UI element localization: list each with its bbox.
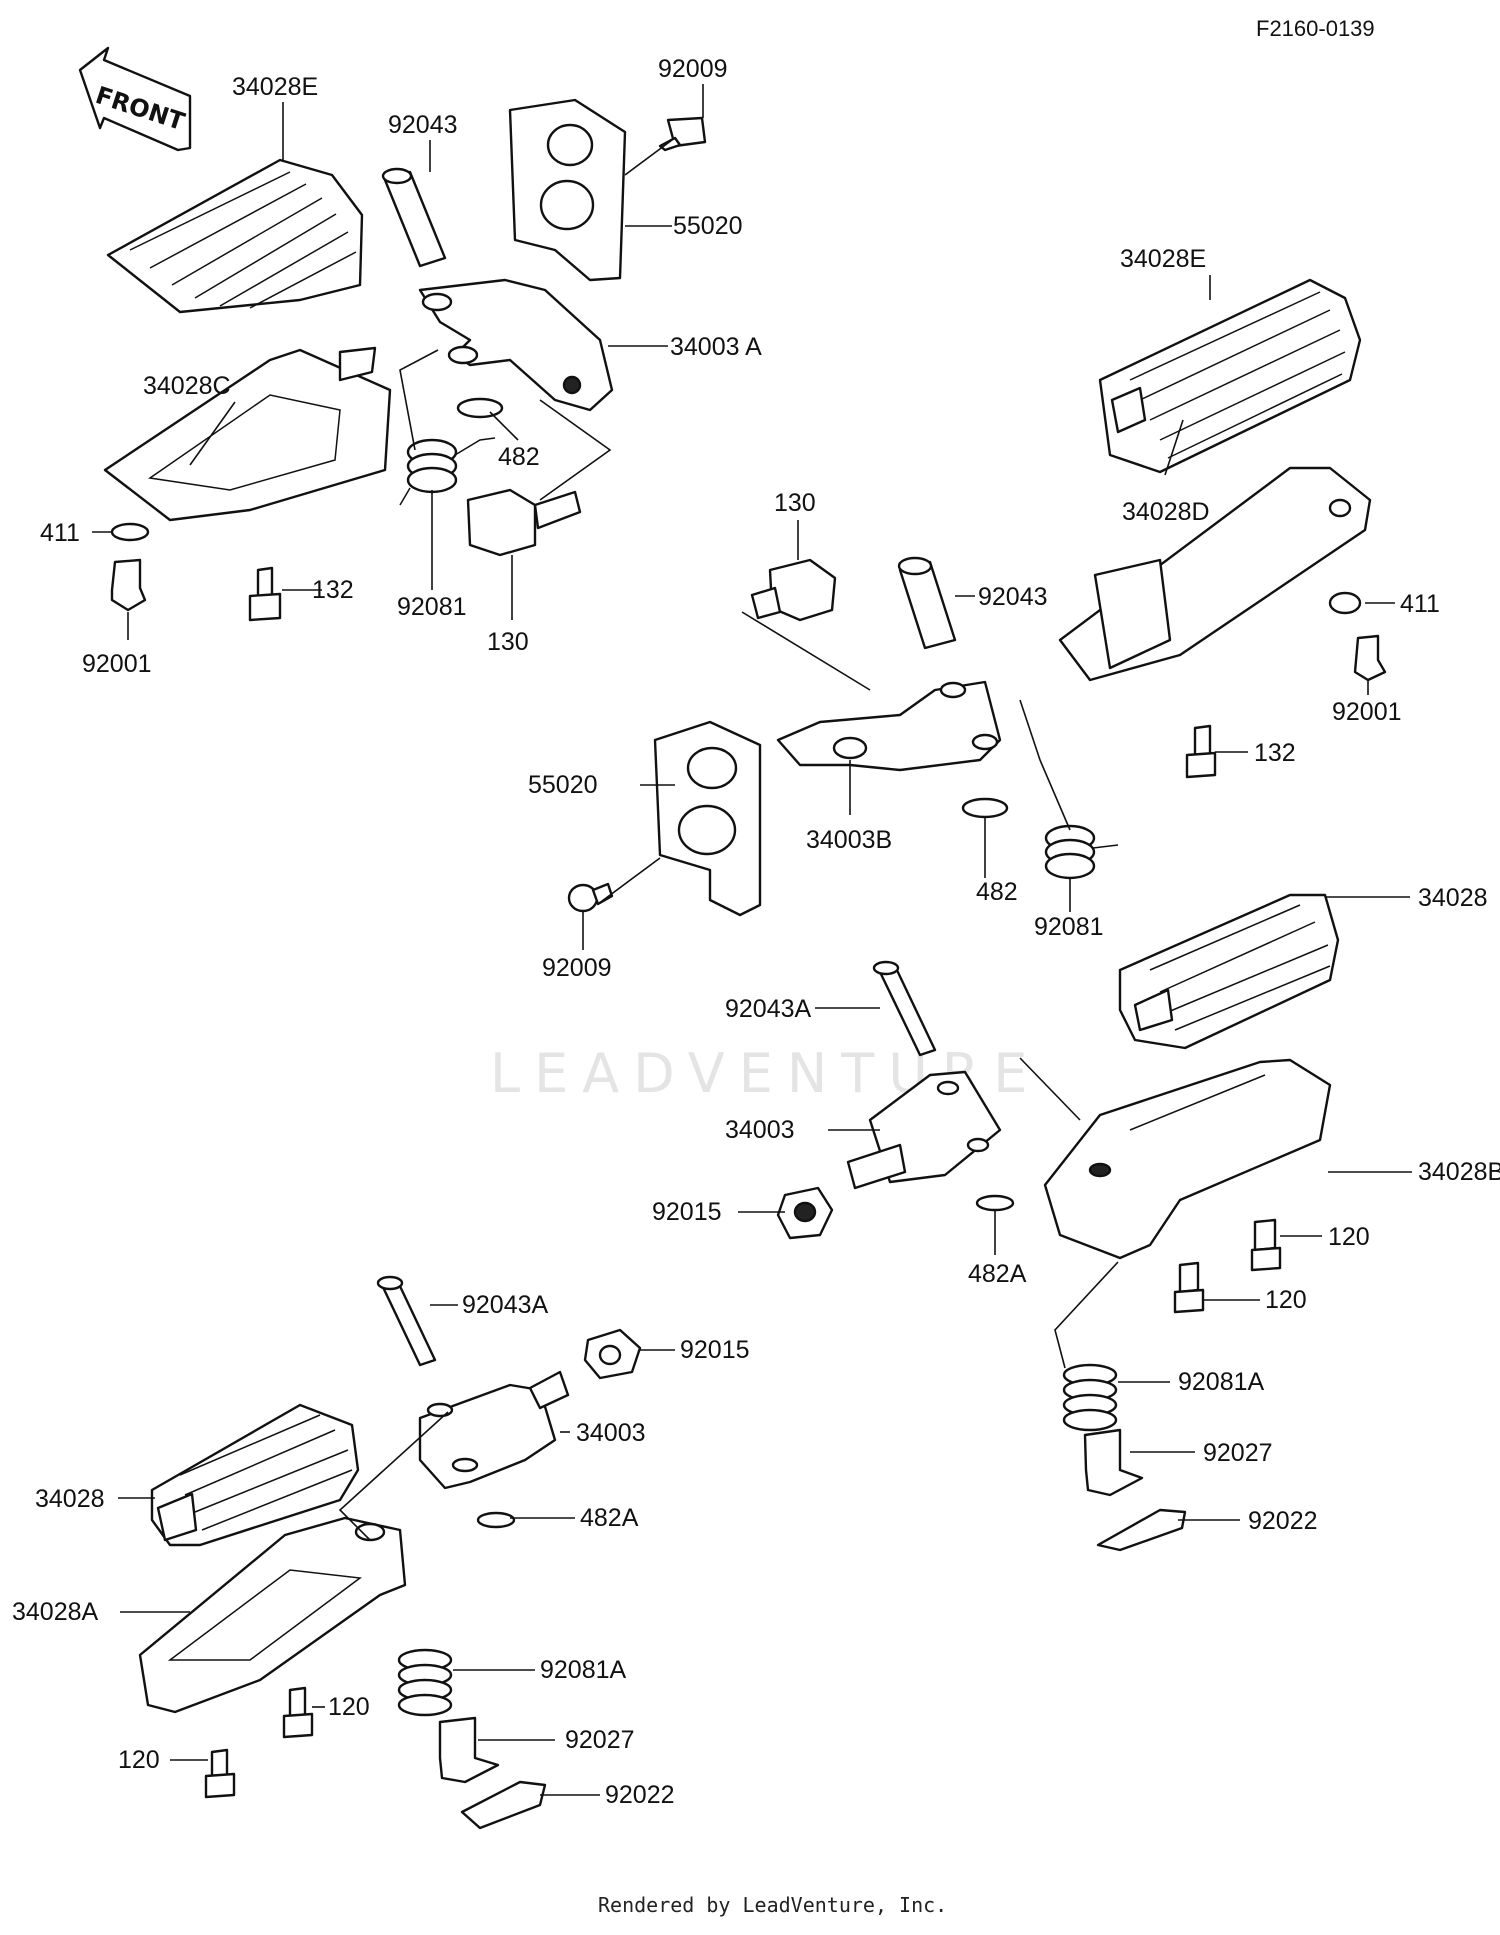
label-482-center: 482 <box>976 878 1018 906</box>
washer-411-left <box>110 522 150 542</box>
label-34028-left: 34028 <box>35 1485 105 1513</box>
clip-482-top <box>456 397 504 419</box>
label-92001-left: 92001 <box>82 650 152 678</box>
bolt-120-left-upper <box>282 1686 314 1739</box>
bolt-120-left-lower <box>204 1748 236 1799</box>
pin-92043a-right <box>872 960 937 1057</box>
label-92043a-right: 92043A <box>725 995 812 1023</box>
rubber-34028-right <box>1118 893 1340 1050</box>
label-55020-top: 55020 <box>673 212 743 240</box>
footer-credit: Rendered by LeadVenture, Inc. <box>598 1893 947 1917</box>
part-labels: 34028E 92043 92009 55020 34003 A 34028C … <box>12 55 1500 1809</box>
label-92022-left: 92022 <box>605 1781 675 1809</box>
label-411-right: 411 <box>1400 590 1440 618</box>
bracket-34003-right <box>846 1070 1002 1190</box>
part-92022-right <box>1096 1508 1187 1552</box>
bracket-34003b <box>776 680 1002 772</box>
bracket-34003a <box>418 278 614 412</box>
label-130-top: 130 <box>487 628 529 656</box>
leader-lines <box>92 84 1412 1796</box>
label-130-center: 130 <box>774 489 816 517</box>
stud-92001-left <box>110 558 147 612</box>
label-132-right: 132 <box>1254 739 1296 767</box>
label-132-left: 132 <box>312 576 354 604</box>
footpeg-34028b <box>1043 1058 1332 1260</box>
plate-55020-top <box>508 98 627 282</box>
label-34003-left: 34003 <box>576 1419 646 1447</box>
footpeg-34028d <box>1058 466 1372 682</box>
label-34003b: 34003B <box>806 826 892 854</box>
label-92009-center: 92009 <box>542 954 612 982</box>
label-92027-right: 92027 <box>1203 1439 1273 1467</box>
label-34028a: 34028A <box>12 1598 99 1626</box>
label-92009-top: 92009 <box>658 55 728 83</box>
screw-92009-top <box>658 116 707 152</box>
pin-92043-center <box>897 556 957 650</box>
bolt-132-left <box>248 566 282 622</box>
bolt-120-right-lower <box>1173 1261 1205 1314</box>
label-34028d: 34028D <box>1122 498 1210 526</box>
label-92081a-right: 92081A <box>1178 1368 1265 1396</box>
label-92081-top: 92081 <box>397 593 467 621</box>
label-34028c: 34028C <box>143 372 231 400</box>
pin-92043a-left <box>376 1275 437 1367</box>
label-411-left: 411 <box>40 519 80 547</box>
label-92081a-left: 92081A <box>540 1656 627 1684</box>
part-92022-left <box>460 1780 547 1830</box>
label-92015-right: 92015 <box>652 1198 722 1226</box>
bolt-120-right-upper <box>1250 1218 1282 1272</box>
label-92081-center: 92081 <box>1034 913 1104 941</box>
spring-92081a-right <box>1062 1363 1118 1432</box>
label-34003-right: 34003 <box>725 1116 795 1144</box>
nut-92015-right <box>776 1186 834 1240</box>
label-92027-left: 92027 <box>565 1726 635 1754</box>
spring-92081a-left <box>397 1648 453 1717</box>
rubber-34028e-left <box>106 158 364 314</box>
clip-482a-right <box>975 1194 1015 1212</box>
label-482a-left: 482A <box>580 1504 639 1532</box>
spring-92081-top <box>399 437 496 506</box>
spring-92081-center <box>1044 824 1119 880</box>
nut-92015-left <box>583 1328 642 1380</box>
label-92043a-left: 92043A <box>462 1291 549 1319</box>
clip-482-center <box>961 797 1009 819</box>
bolt-130-top <box>466 488 582 557</box>
label-34028e-right: 34028E <box>1120 245 1206 273</box>
label-55020-center: 55020 <box>528 771 598 799</box>
diagram-code: F2160-0139 <box>1256 16 1375 41</box>
label-92001-right: 92001 <box>1332 698 1402 726</box>
rubber-34028e-right <box>1098 278 1362 474</box>
label-92043-center: 92043 <box>978 583 1048 611</box>
label-92015-left: 92015 <box>680 1336 750 1364</box>
stud-92001-right <box>1353 634 1387 682</box>
label-34028-right: 34028 <box>1418 884 1488 912</box>
footpeg-34028c <box>103 346 392 522</box>
label-34003a: 34003 A <box>670 333 762 361</box>
pin-92043-top <box>381 167 447 268</box>
label-482-top: 482 <box>498 443 540 471</box>
plate-55020-center <box>653 720 762 917</box>
label-92022-right: 92022 <box>1248 1507 1318 1535</box>
clip-482a-left <box>476 1511 516 1529</box>
label-34028e-left: 34028E <box>232 73 318 101</box>
label-120-right-upper: 120 <box>1328 1223 1370 1251</box>
part-92027-right <box>1083 1428 1144 1497</box>
bracket-34003-left <box>418 1370 570 1490</box>
front-arrow: FRONT <box>78 46 192 152</box>
footpeg-34028a <box>138 1516 407 1714</box>
label-120-left-lower: 120 <box>118 1746 160 1774</box>
label-92043-top: 92043 <box>388 111 458 139</box>
bolt-130-center <box>750 558 837 622</box>
label-482a-right: 482A <box>968 1260 1027 1288</box>
rubber-34028-left <box>150 1403 360 1547</box>
label-34028b: 34028B <box>1418 1158 1500 1186</box>
label-120-right-lower: 120 <box>1265 1286 1307 1314</box>
part-92027-left <box>438 1716 500 1784</box>
washer-411-right <box>1328 591 1362 615</box>
screw-92009-center <box>567 882 614 913</box>
label-120-left-upper: 120 <box>328 1693 370 1721</box>
bolt-132-right <box>1185 724 1217 779</box>
